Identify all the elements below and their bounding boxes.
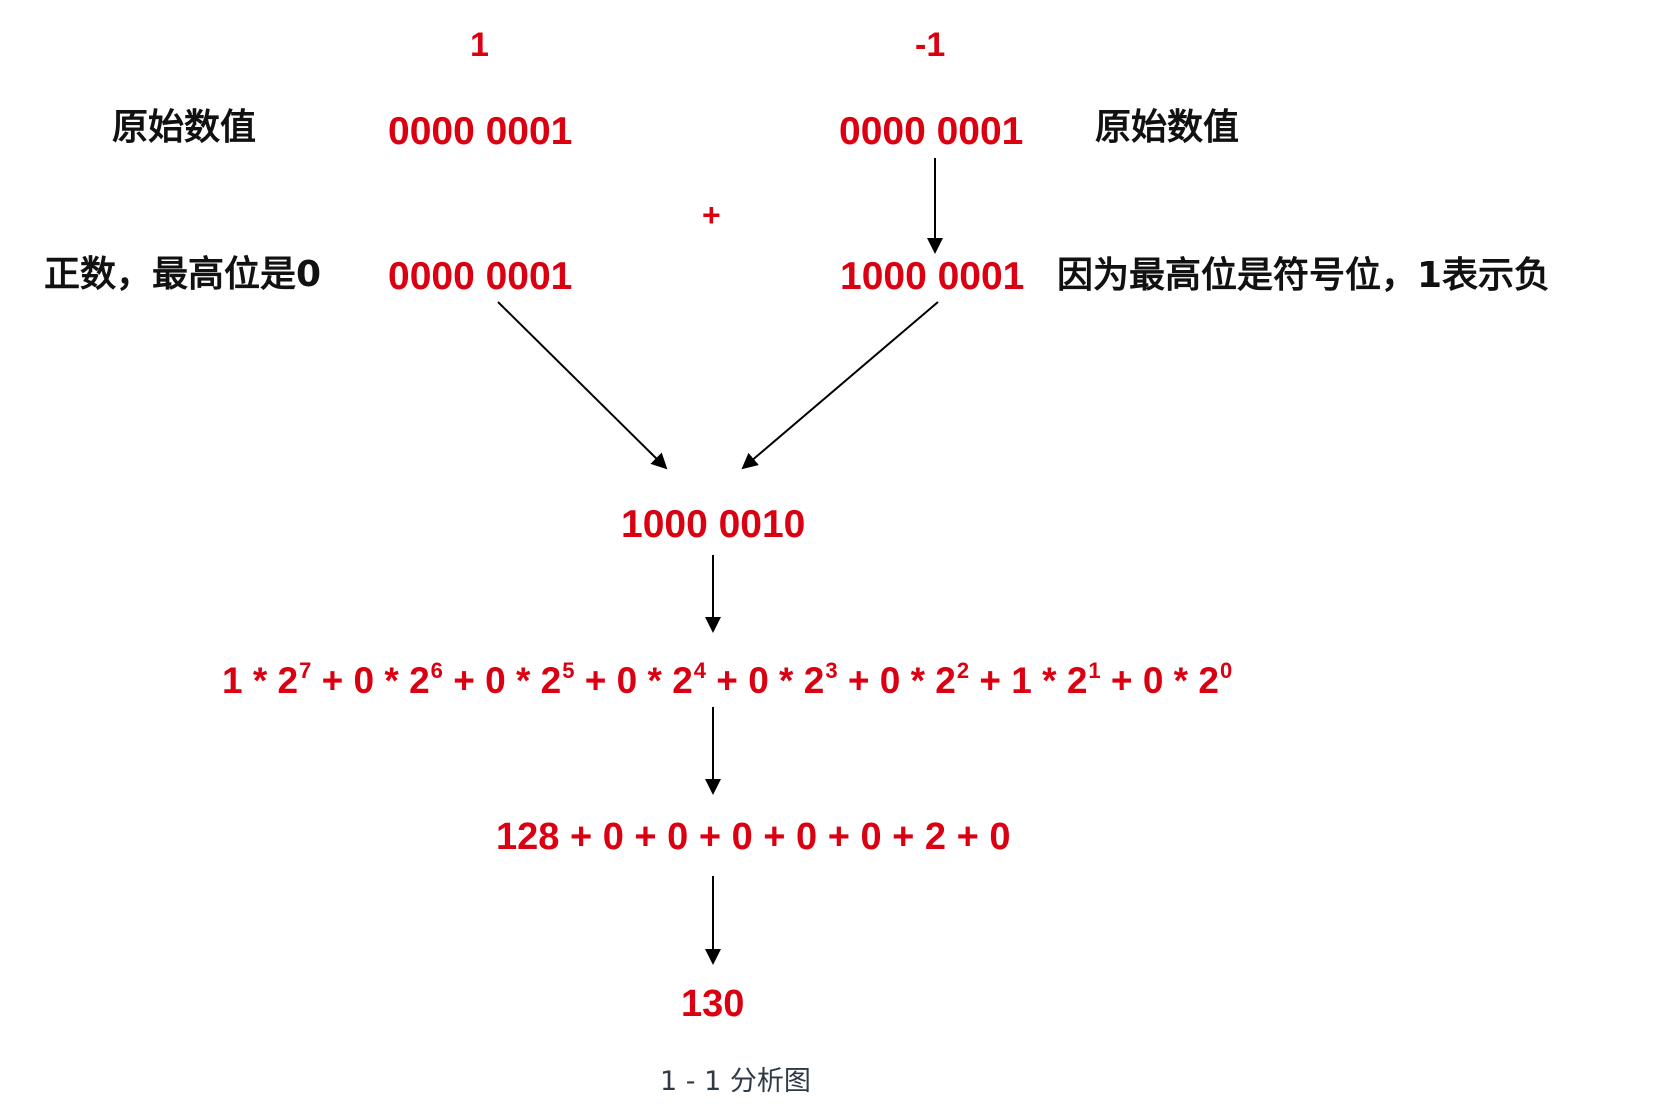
result-value: 130 xyxy=(681,983,745,1025)
sum-binary: 1000 0010 xyxy=(621,503,806,546)
left-column-title: 1 xyxy=(470,26,489,64)
arrow-left-to-sum xyxy=(497,301,668,470)
negative-label: 因为最高位是符号位，1表示负 xyxy=(1057,255,1551,296)
figure-caption: 1 - 1 分析图 xyxy=(660,1066,811,1097)
arrow-right-to-sum xyxy=(741,301,939,470)
left-original-label: 原始数值 xyxy=(112,107,257,148)
sum-values: 128 + 0 + 0 + 0 + 0 + 0 + 2 + 0 xyxy=(496,816,1011,858)
right-column-title: -1 xyxy=(915,26,946,64)
left-original-binary: 0000 0001 xyxy=(388,110,573,153)
plus-sign: + xyxy=(702,197,721,233)
positive-label: 正数，最高位是0 xyxy=(44,254,322,295)
right-original-binary: 0000 0001 xyxy=(839,110,1024,153)
right-original-label: 原始数值 xyxy=(1095,107,1240,148)
right-negative-binary: 1000 0001 xyxy=(840,255,1025,298)
left-positive-binary: 0000 0001 xyxy=(388,255,573,298)
